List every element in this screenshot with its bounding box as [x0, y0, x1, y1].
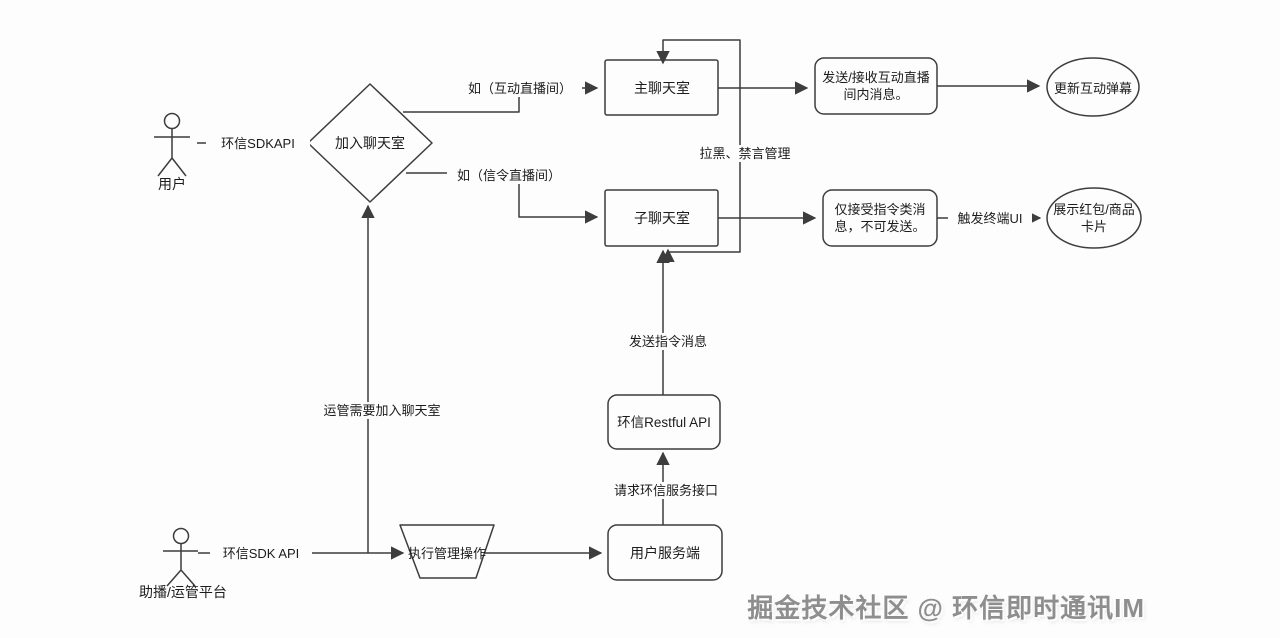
join-room-label: 加入聊天室 [335, 135, 405, 151]
ops-actor-label: 助播/运管平台 [139, 584, 227, 600]
edge-label-blacklist-mute: 拉黑、禁言管理 [684, 145, 806, 162]
watermark: 掘金技术社区 @ 环信即时通讯IM [747, 593, 1145, 623]
ops-actor-icon [163, 527, 198, 587]
edge-label-trigger-ui: 触发终端UI [948, 210, 1032, 227]
exec-ops-label: 执行管理操作 [407, 546, 486, 561]
restful-api-label: 环信Restful API [617, 415, 711, 430]
edge-label-ops-need-join: 运管需要加入聊天室 [310, 402, 454, 419]
edge-label-sdk-api-bottom: 环信SDK API [210, 545, 312, 562]
sub-chatroom-label: 子聊天室 [634, 210, 690, 226]
edge-label-signal-room: 如（信令直播间） [447, 167, 571, 184]
user-server-label: 用户服务端 [630, 545, 700, 561]
show-card-label: 展示红包/商品 卡片 [1053, 202, 1135, 234]
update-danmaku-label: 更新互动弹幕 [1053, 81, 1132, 96]
send-recv-label: 发送/接收互动直播 间内消息。 [822, 70, 930, 102]
edge-label-request-api: 请求环信服务接口 [603, 482, 729, 499]
user-actor-icon [154, 112, 190, 177]
show-card-ellipse [1046, 187, 1142, 249]
user-server-box [607, 524, 723, 581]
edge-label-send-cmd: 发送指令消息 [616, 333, 720, 350]
main-chatroom-label: 主聊天室 [634, 80, 690, 96]
exec-ops-trapezoid [399, 524, 495, 579]
restful-api-box [607, 394, 721, 450]
update-danmaku-ellipse [1046, 57, 1140, 117]
cmd-only-label: 仅接受指令类消 息，不可发送。 [834, 202, 926, 234]
edge-label-sdk-api-top: 环信SDKAPI [206, 135, 310, 152]
user-actor-label: 用户 [158, 176, 186, 192]
edge-label-interactive-room: 如（互动直播间） [458, 80, 582, 97]
join-room-diamond [307, 83, 433, 203]
